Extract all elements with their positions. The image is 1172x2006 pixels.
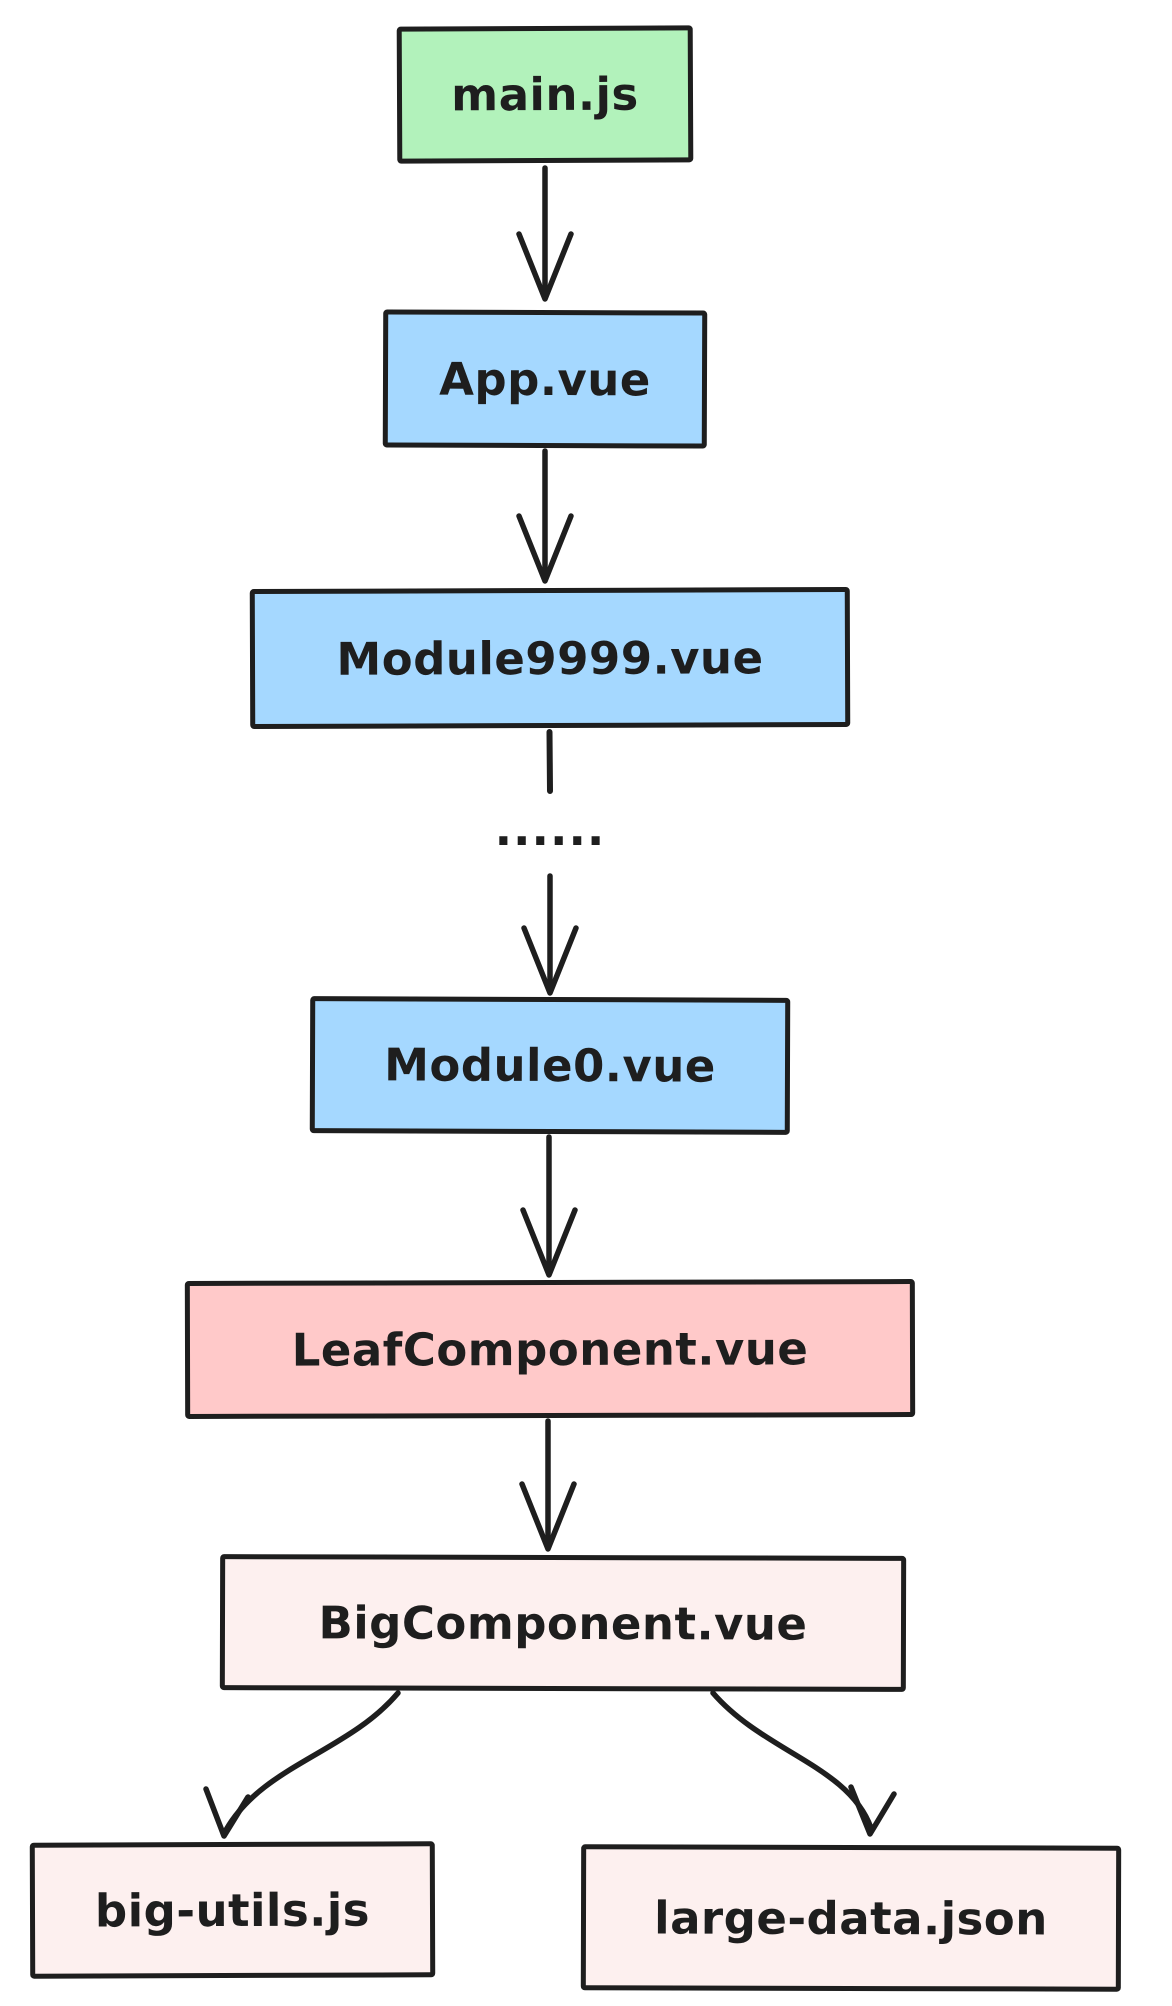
ellipsis-indicator: ...... (494, 802, 606, 856)
node-large-data-json-label: large-data.json (654, 1890, 1048, 1946)
node-module9999-vue-label: Module9999.vue (336, 630, 764, 686)
node-big-utils-js: big-utils.js (29, 1841, 436, 1979)
node-big-component-vue-label: BigComponent.vue (318, 1595, 808, 1651)
node-big-component-vue: BigComponent.vue (219, 1554, 907, 1692)
edge-module9999-tail (546, 729, 553, 794)
edge-big-to-bigutils (203, 1690, 401, 1839)
edge-big-to-largedata (710, 1690, 897, 1837)
node-main-js-label: main.js (451, 67, 639, 122)
node-leaf-component-vue-label: LeafComponent.vue (291, 1321, 809, 1377)
node-app-vue: App.vue (382, 309, 708, 449)
edge-module0-to-leaf (520, 1134, 578, 1278)
node-app-vue-label: App.vue (439, 352, 651, 406)
edge-main-to-app (516, 165, 574, 302)
node-module0-vue-label: Module0.vue (384, 1038, 716, 1093)
edge-ellipsis-to-module0 (521, 873, 579, 996)
node-leaf-component-vue: LeafComponent.vue (184, 1279, 916, 1419)
node-module0-vue: Module0.vue (309, 996, 791, 1135)
node-module9999-vue: Module9999.vue (249, 586, 851, 730)
node-large-data-json: large-data.json (580, 1844, 1122, 1992)
edge-app-to-module9999 (516, 448, 574, 584)
node-big-utils-js-label: big-utils.js (94, 1883, 371, 1937)
node-main-js: main.js (396, 25, 694, 164)
edge-leaf-to-big (519, 1418, 577, 1552)
